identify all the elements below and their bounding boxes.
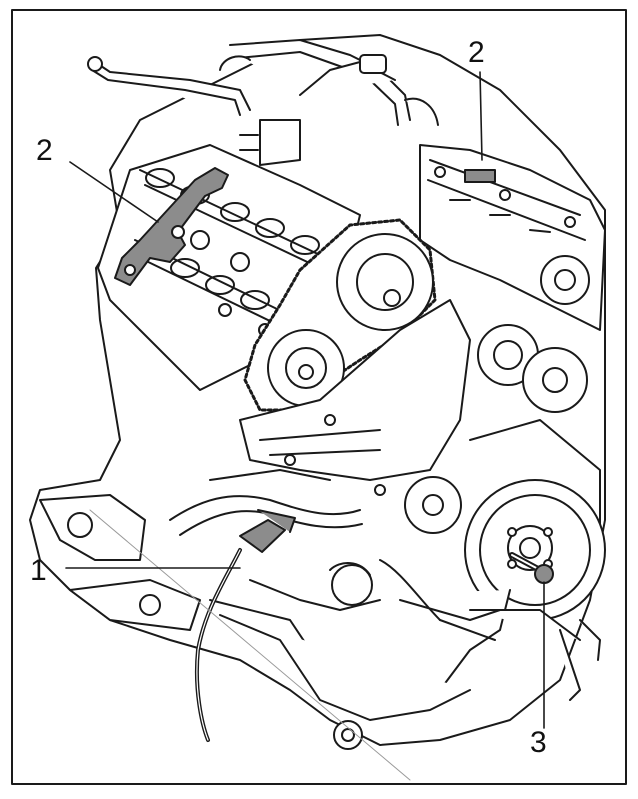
callout-2-left: 2 <box>36 134 53 167</box>
crankshaft-locking-pin <box>509 552 554 584</box>
callout-2-right: 2 <box>468 36 485 69</box>
axis-line <box>89 509 411 781</box>
leader-2-right <box>479 71 483 161</box>
engine-mount-left <box>39 494 201 631</box>
callout-1: 1 <box>30 554 47 587</box>
callouts: 2 2 1 3 <box>30 36 547 759</box>
oil-pan <box>209 562 601 750</box>
callout-leaders <box>65 71 545 729</box>
camshaft-locking-tool-left <box>114 167 229 286</box>
timing-cover <box>239 299 471 496</box>
intake-pipes <box>87 39 439 166</box>
crankshaft-pulley <box>464 479 606 621</box>
leader-2-left <box>69 161 159 223</box>
coolant-hoses <box>169 469 501 641</box>
sensor-adapter <box>239 509 296 553</box>
callout-3: 3 <box>530 726 547 759</box>
timing-chain <box>243 218 437 412</box>
sensor-cable <box>194 548 242 742</box>
